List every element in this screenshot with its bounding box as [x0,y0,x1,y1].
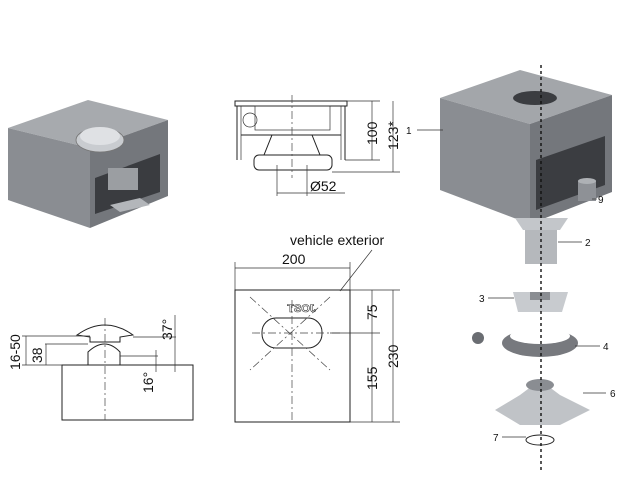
section-view-drawing: 16-50 38 37° 16° [7,315,194,421]
callout-1: 1 [406,126,412,137]
callout-4: 4 [603,342,609,353]
dim-angle-37: 37° [159,319,175,340]
callout-6: 6 [610,389,616,400]
dim-height-230: 230 [385,344,401,368]
callout-2: 2 [585,238,591,249]
dim-offset-155: 155 [364,366,380,390]
side-view-drawing: 100 123* Ø52 [234,95,401,196]
top-view-drawing: vehicle exterior 200 JOST 75 155 230 [234,232,401,423]
dim-height-100: 100 [364,121,380,145]
dim-offset-75: 75 [364,304,380,320]
dim-diameter-52: Ø52 [310,178,337,194]
dim-angle-16: 16° [140,372,156,393]
dim-width-200: 200 [282,251,306,267]
dim-range-16-50: 16-50 [7,334,23,370]
jost-logo-mirrored: JOST [287,303,316,315]
dim-total-123: 123* [385,121,401,150]
callout-9: 9 [598,195,604,206]
iso-render-assembly [8,100,168,228]
dim-38: 38 [29,347,45,363]
vehicle-exterior-note: vehicle exterior [290,232,384,248]
exploded-view: 1 2 3 4 6 7 9 [406,65,616,470]
callout-7: 7 [493,433,499,444]
callout-3: 3 [479,294,485,305]
